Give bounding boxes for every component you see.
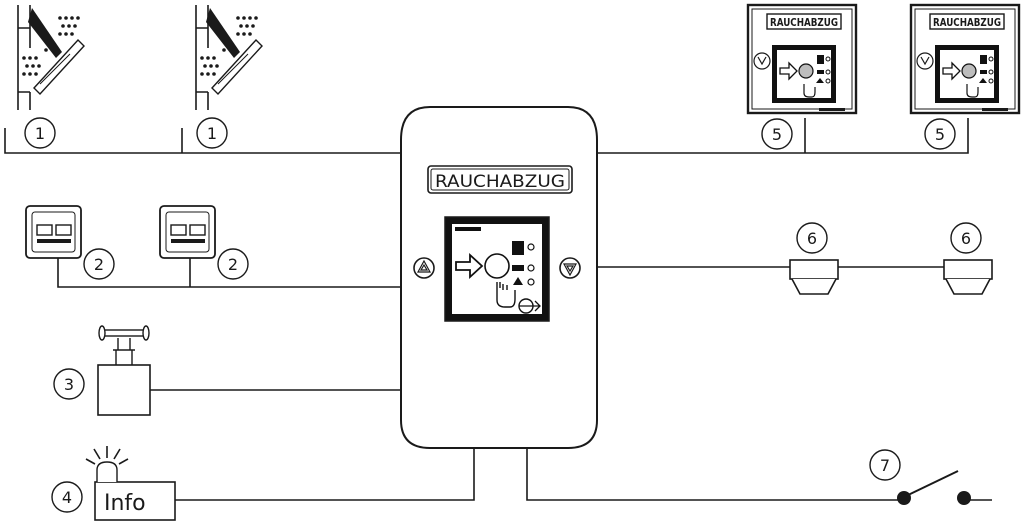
roof-window-2: 1 xyxy=(195,5,263,149)
callout-circle xyxy=(24,117,56,149)
callout-circle xyxy=(217,248,249,280)
callout-circle xyxy=(869,449,901,481)
smoke-detector-2: 6 xyxy=(943,222,993,295)
callout-circle xyxy=(796,222,828,254)
callout-label: 1 xyxy=(207,124,217,143)
beacon-icon xyxy=(96,461,118,482)
callout-label: 2 xyxy=(228,255,238,274)
manual-crank-handle: 3 xyxy=(53,325,151,416)
info-alarm: Info 4 xyxy=(51,446,176,521)
wire-info-alarm xyxy=(175,445,475,501)
wall-switch-2: 2 xyxy=(159,205,249,280)
warning-icon xyxy=(513,277,523,285)
remote-panel-2: RAUCHABZUG 5 xyxy=(909,3,1021,150)
callout-circle xyxy=(950,222,982,254)
wire-contact-switch xyxy=(526,445,900,501)
wiring xyxy=(4,118,992,501)
callout-circle xyxy=(761,118,793,150)
remote-panel-label: RAUCHABZUG xyxy=(770,16,838,29)
callout-circle xyxy=(51,481,83,513)
close-button xyxy=(559,257,581,279)
close-arrow-icon xyxy=(562,263,578,277)
callout-label: 6 xyxy=(961,229,971,248)
contact-switch: 7 xyxy=(869,449,971,505)
remote-panel-label: RAUCHABZUG xyxy=(933,16,1001,29)
key-switch-icon xyxy=(753,52,771,70)
central-control-unit: RAUCHABZUG xyxy=(400,106,598,449)
wall-switch-1: 2 xyxy=(25,205,115,280)
status-icon xyxy=(512,265,524,271)
callout-label: 1 xyxy=(35,124,45,143)
callout-circle xyxy=(196,117,228,149)
callout-label: 4 xyxy=(62,488,72,507)
open-button xyxy=(413,257,435,279)
wire-switches xyxy=(57,258,400,288)
callout-label: 7 xyxy=(880,456,890,475)
wire-windows xyxy=(4,128,400,154)
callout-label: 6 xyxy=(807,229,817,248)
callout-label: 5 xyxy=(772,125,782,144)
trigger-button xyxy=(484,253,510,279)
hand-press-icon xyxy=(496,282,516,308)
callout-circle xyxy=(53,368,85,400)
callout-label: 5 xyxy=(935,125,945,144)
arrow-right-icon xyxy=(455,252,484,280)
battery-icon xyxy=(512,241,524,255)
callout-label: 3 xyxy=(64,375,74,394)
smoke-detector-1: 6 xyxy=(789,222,839,295)
callout-circle xyxy=(924,118,956,150)
info-alarm-label: Info xyxy=(104,491,146,516)
key-switch-icon xyxy=(916,52,934,70)
central-unit-label: RAUCHABZUG xyxy=(435,172,565,192)
beacon-rays-icon xyxy=(85,446,129,465)
roof-window-1: 1 xyxy=(17,5,85,149)
open-arrow-icon xyxy=(416,259,432,273)
remote-panel-1: RAUCHABZUG 5 xyxy=(746,3,858,150)
callout-circle xyxy=(83,248,115,280)
callout-label: 2 xyxy=(94,255,104,274)
wire-remote-panels xyxy=(596,118,969,154)
